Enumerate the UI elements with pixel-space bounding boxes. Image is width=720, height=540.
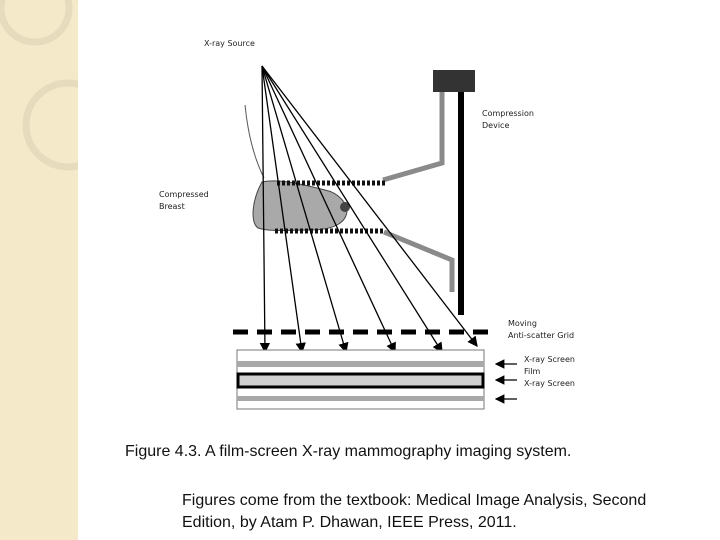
xray-beam <box>261 65 349 354</box>
xray-beam <box>261 65 443 354</box>
grid-label-line: Moving <box>508 319 537 328</box>
xray-beams <box>259 65 478 354</box>
compression-device-label-line: Device <box>482 121 510 130</box>
anti-scatter-grid-label: Moving Anti-scatter Grid <box>508 318 574 342</box>
nipple-marker <box>340 202 350 212</box>
source-line: Figures come from the textbook: Medical … <box>182 492 647 509</box>
compression-device-head <box>433 70 475 92</box>
xray-beam <box>259 65 271 354</box>
xray-screen-bottom-label: X-ray Screen <box>524 379 575 388</box>
upper-compression-arm <box>382 92 445 183</box>
xray-screen-top <box>237 361 484 367</box>
film-layer <box>236 372 485 389</box>
grid-label-line: Anti-scatter Grid <box>508 331 575 340</box>
film-label: Film <box>524 367 541 376</box>
lower-compression-arm <box>383 229 455 292</box>
xray-screen-top-label: X-ray Screen <box>524 355 575 364</box>
xray-screen-bottom <box>237 396 484 401</box>
xray-beam <box>261 65 306 354</box>
figure-caption: Figure 4.3. A film-screen X-ray mammogra… <box>125 443 572 460</box>
decorative-sidebar <box>0 0 78 540</box>
decorative-rings <box>0 0 78 171</box>
source-line: Edition, by Atam P. Dhawan, IEEE Press, … <box>182 514 517 531</box>
compressed-breast-shape <box>252 180 348 231</box>
compressed-breast-label-line: Compressed <box>159 190 209 199</box>
xray-beam <box>261 65 478 348</box>
compression-device-label-line: Compression <box>482 109 534 118</box>
compressed-breast-label-line: Breast <box>159 202 185 211</box>
compression-device-label: Compression Device <box>482 108 534 132</box>
compressed-breast-label: Compressed Breast <box>159 189 209 213</box>
xray-source-label: X-ray Source <box>204 39 255 48</box>
breast-outline-curve <box>244 104 265 179</box>
xray-beam <box>261 65 396 354</box>
source-citation: Figures come from the textbook: Medical … <box>182 490 712 534</box>
